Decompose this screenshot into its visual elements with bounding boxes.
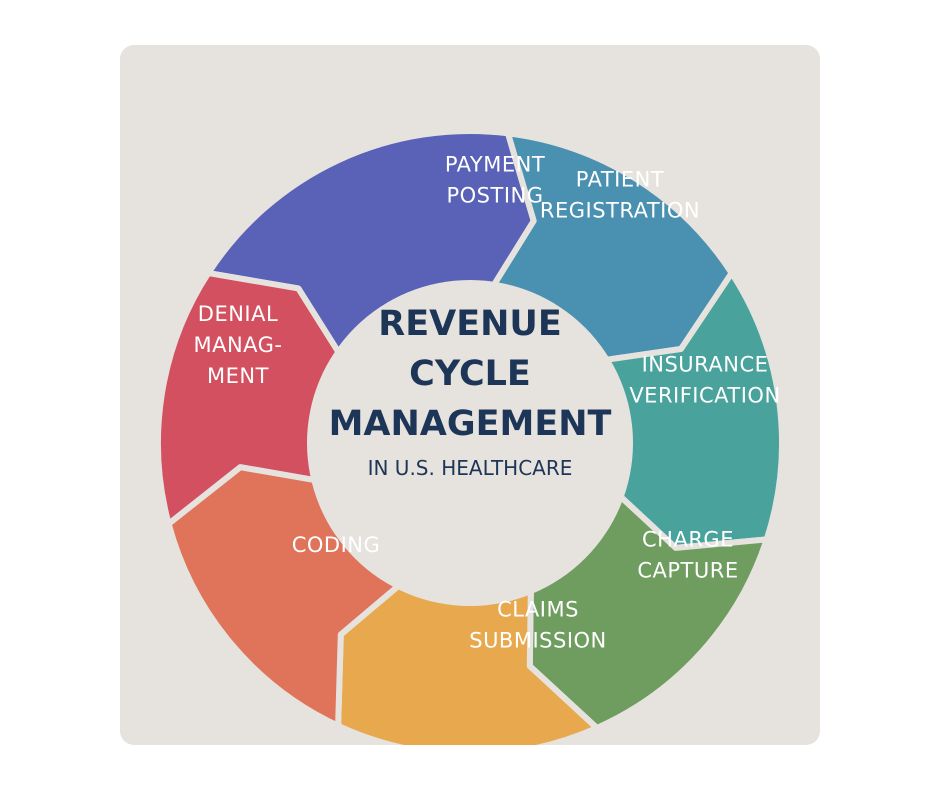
center-title-line-1: REVENUE — [378, 304, 561, 344]
center-title-line-2: CYCLE — [409, 354, 531, 394]
label-claims-submission-line-2: SUBMISSION — [469, 629, 607, 653]
label-patient-registration-line-1: PATIENT — [576, 168, 664, 192]
label-denial-management-line-3: MENT — [207, 364, 269, 388]
center-circle — [307, 280, 633, 606]
revenue-cycle-diagram: REVENUE CYCLE MANAGEMENT IN U.S. HEALTHC… — [155, 128, 785, 745]
label-payment-posting-line-2: POSTING — [446, 184, 543, 208]
label-charge-capture-line-2: CAPTURE — [637, 559, 738, 583]
center-subtitle: IN U.S. HEALTHCARE — [368, 456, 573, 480]
label-claims-submission: CLAIMS SUBMISSION — [469, 598, 607, 653]
label-insurance-verification-line-2: VERIFICATION — [629, 384, 780, 408]
label-payment-posting: PAYMENT POSTING — [445, 153, 545, 208]
cycle-segments — [155, 128, 785, 745]
label-denial-management-line-2: MANAG- — [193, 333, 282, 357]
label-charge-capture-line-1: CHARGE — [642, 528, 734, 552]
label-denial-management-line-1: DENIAL — [198, 302, 278, 326]
label-insurance-verification: INSURANCE VERIFICATION — [629, 353, 780, 408]
stage-labels: PAYMENT POSTING PATIENT REGISTRATION INSURAN… — [193, 153, 780, 653]
label-payment-posting-line-1: PAYMENT — [445, 153, 545, 177]
label-charge-capture: CHARGE CAPTURE — [637, 528, 738, 583]
label-denial-management: DENIAL MANAG- MENT — [193, 302, 282, 388]
center-title-line-3: MANAGEMENT — [329, 404, 612, 444]
label-patient-registration: PATIENT REGISTRATION — [540, 168, 700, 223]
center-title-group: REVENUE CYCLE MANAGEMENT IN U.S. HEALTHC… — [329, 304, 612, 480]
label-coding: CODING — [292, 533, 381, 557]
label-insurance-verification-line-1: INSURANCE — [642, 353, 769, 377]
label-claims-submission-line-1: CLAIMS — [497, 598, 579, 622]
label-coding-line-1: CODING — [292, 533, 381, 557]
diagram-card: REVENUE CYCLE MANAGEMENT IN U.S. HEALTHC… — [120, 45, 820, 745]
label-patient-registration-line-2: REGISTRATION — [540, 199, 700, 223]
